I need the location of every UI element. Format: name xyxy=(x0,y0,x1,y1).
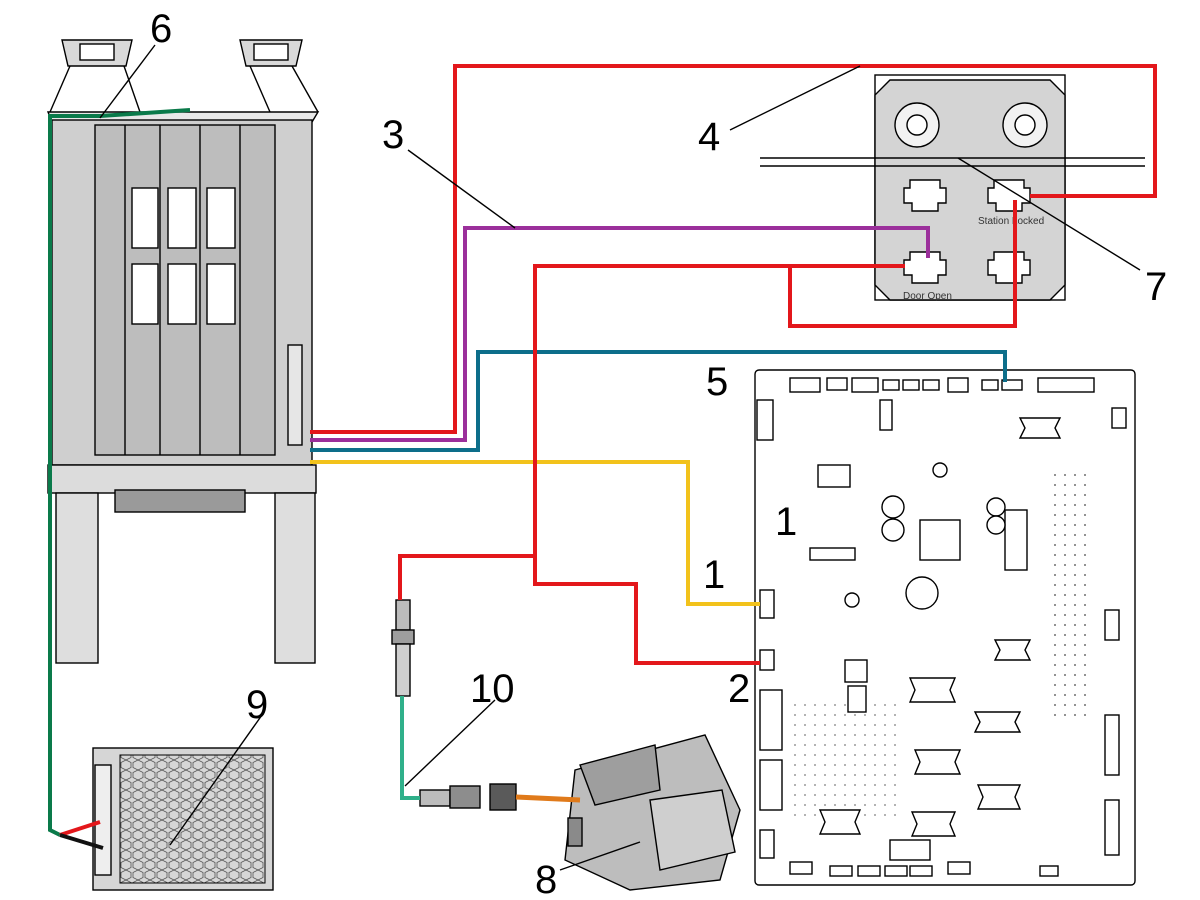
rj-port-bottom-right xyxy=(987,251,1031,284)
knob-left xyxy=(894,102,940,148)
callout-1-board: 1 xyxy=(775,500,797,544)
green-wire xyxy=(48,108,191,837)
foot-pedal xyxy=(564,734,741,891)
door-open-label: Door Open xyxy=(903,291,952,302)
callout-7: 7 xyxy=(1145,265,1167,309)
callout-9: 9 xyxy=(246,683,268,727)
red-wire-4 xyxy=(310,64,1157,434)
rj-port-station-locked xyxy=(987,179,1031,212)
red-wire-panel-link xyxy=(788,200,1017,328)
cable-connector-8 xyxy=(419,783,517,811)
callout-1: 1 xyxy=(703,553,725,597)
red-wire-sensor xyxy=(398,554,535,600)
inline-connector-10 xyxy=(391,599,415,697)
callout-4: 4 xyxy=(698,115,720,159)
callout-10: 10 xyxy=(470,667,515,711)
station-locked-label: Station Locked xyxy=(978,216,1044,227)
psu-black-wire xyxy=(59,833,104,850)
rj-port-door-open xyxy=(903,251,947,284)
control-panel-switch-box: Station Locked Door Open xyxy=(760,74,1145,302)
leader-lines xyxy=(99,44,1141,871)
knob-right xyxy=(1002,102,1048,148)
blue-wire-5 xyxy=(310,350,1007,452)
floodlight-right xyxy=(239,39,319,113)
power-supply xyxy=(92,747,274,891)
callout-2: 2 xyxy=(728,667,750,711)
main-circuit-board xyxy=(754,369,1136,886)
teal-cable-10 xyxy=(400,696,420,800)
callout-5: 5 xyxy=(706,360,728,404)
red-wire-2 xyxy=(533,264,905,665)
callout-8: 8 xyxy=(535,858,557,900)
yellow-wire-1 xyxy=(310,460,760,606)
cabinet-enclosure xyxy=(46,39,320,664)
orange-cable-8 xyxy=(515,794,581,803)
purple-wire-3 xyxy=(310,226,930,442)
callout-6: 6 xyxy=(150,7,172,51)
rj-port-top-left xyxy=(903,179,947,212)
floodlight-left xyxy=(49,39,141,113)
callout-3: 3 xyxy=(382,113,404,157)
psu-red-wire xyxy=(59,820,101,837)
